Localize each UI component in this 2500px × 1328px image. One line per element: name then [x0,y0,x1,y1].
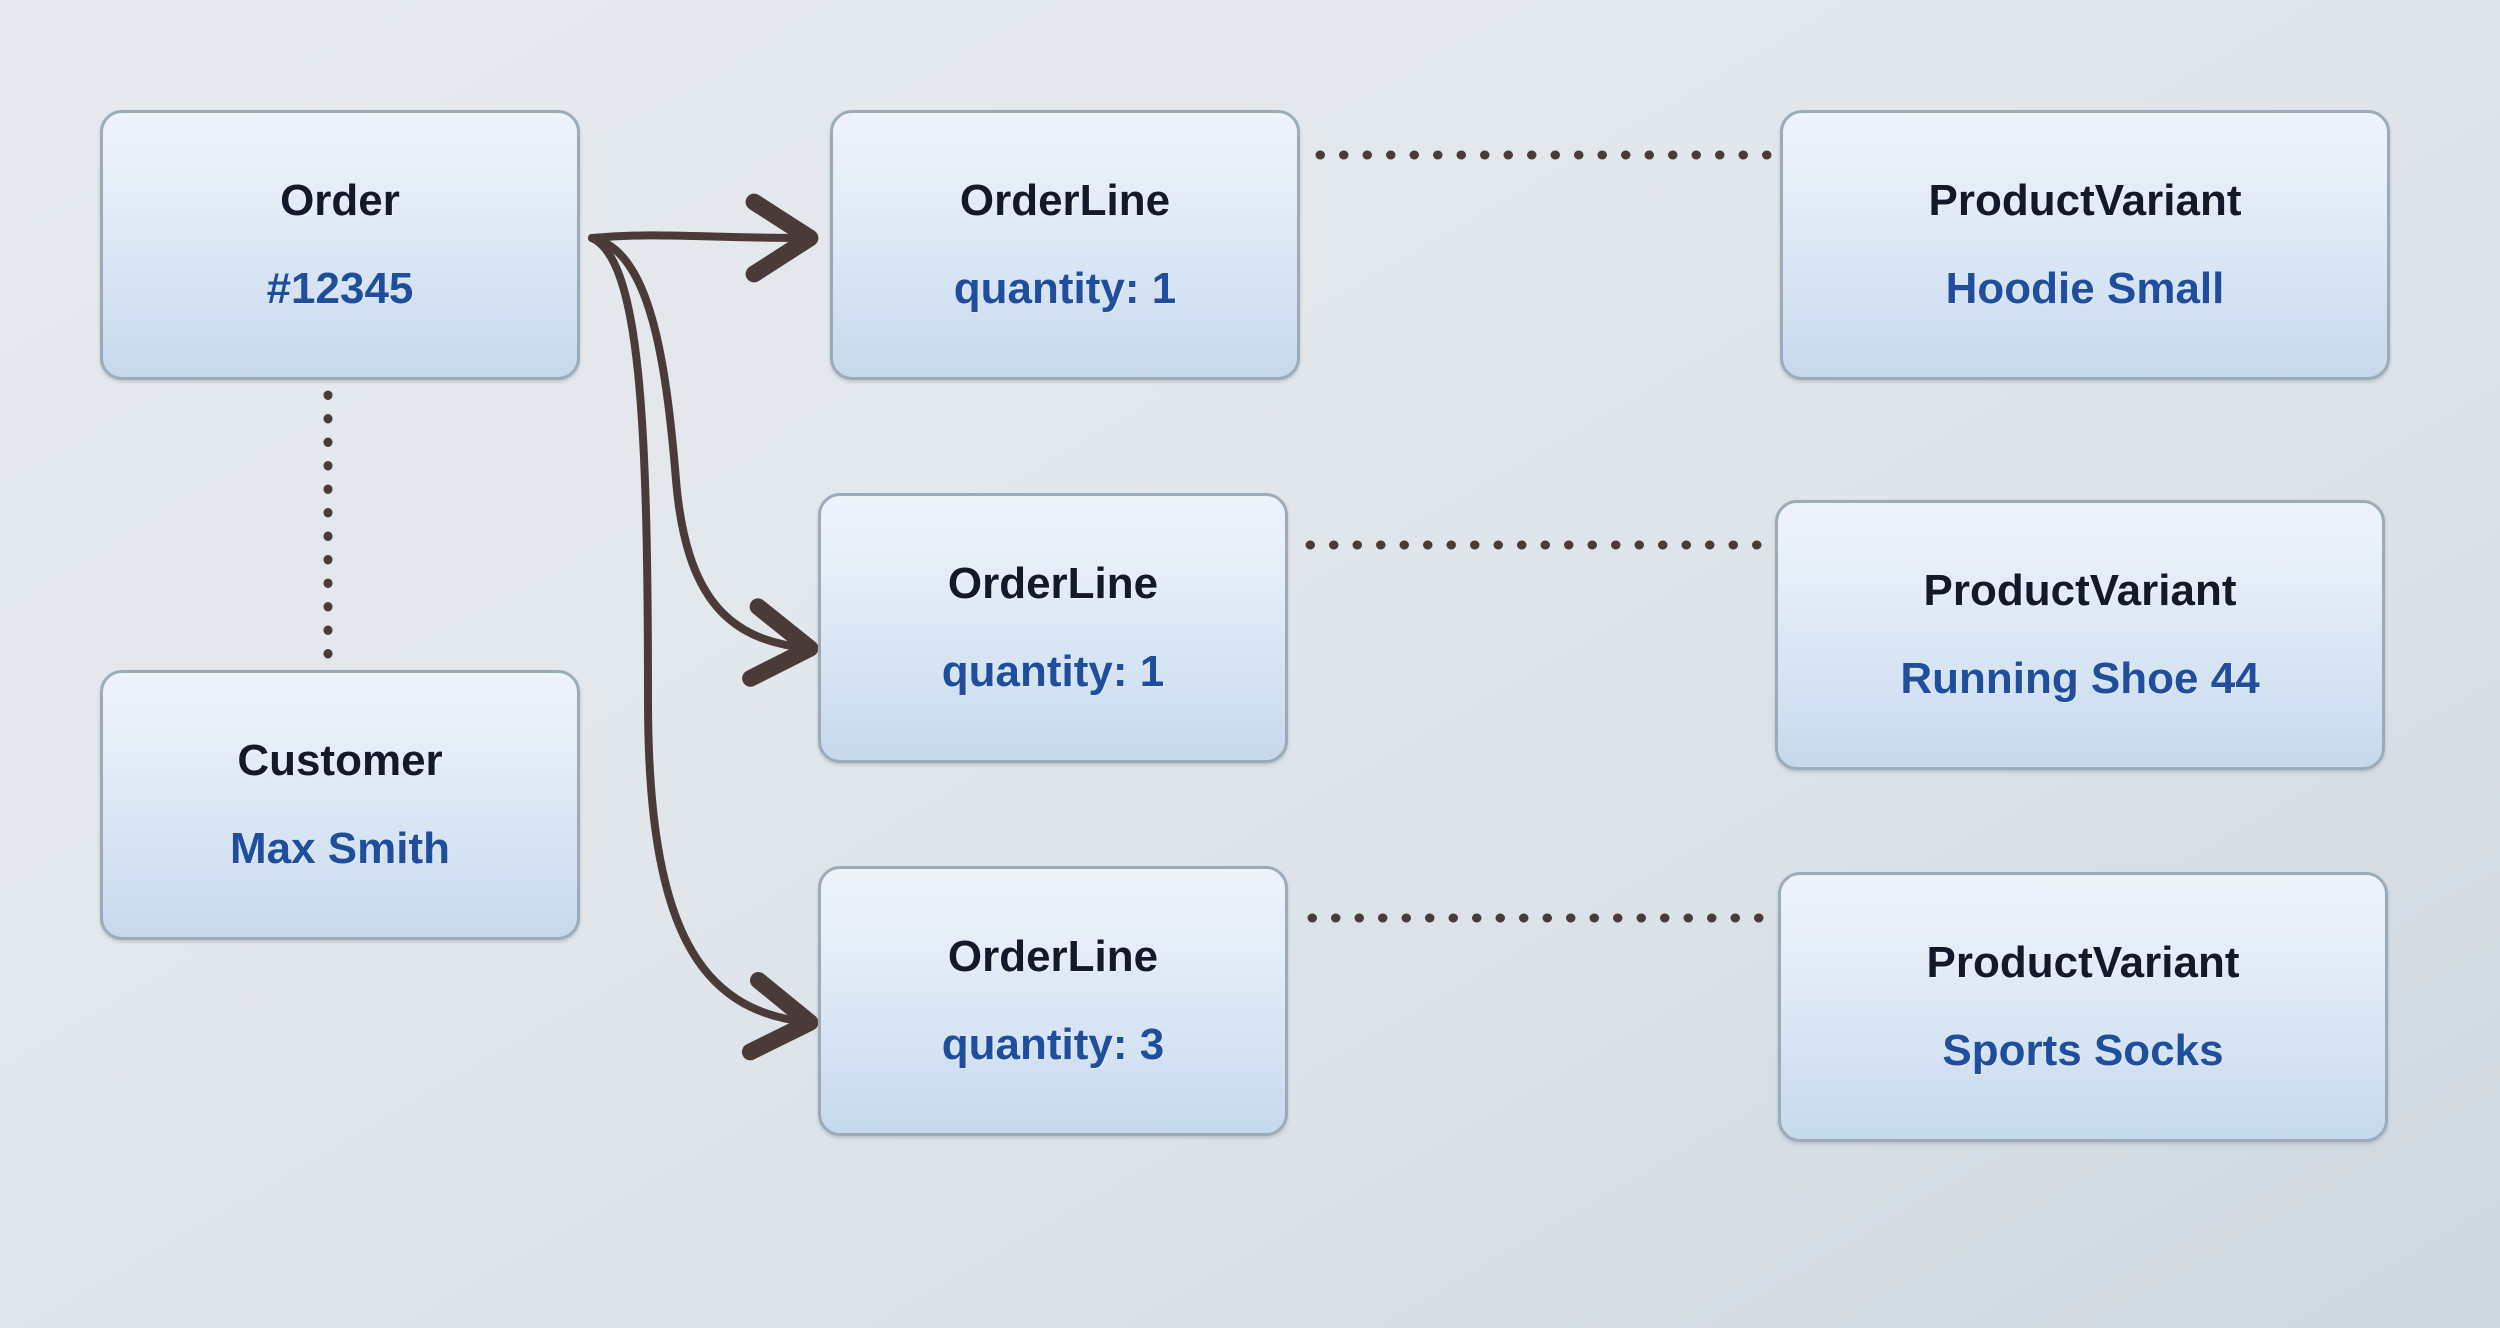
node-productvariant-1-title: ProductVariant [1928,175,2242,225]
node-orderline-2[interactable]: OrderLine quantity: 1 [818,493,1288,763]
arrow-order-to-orderline-2 [588,234,819,687]
node-productvariant-3-title: ProductVariant [1926,937,2240,987]
node-productvariant-3-name: Sports Socks [1942,1026,2224,1075]
node-orderline-3[interactable]: OrderLine quantity: 3 [818,866,1288,1136]
node-orderline-2-quantity: quantity: 1 [941,647,1165,696]
node-productvariant-2[interactable]: ProductVariant Running Shoe 44 [1775,500,2385,770]
node-orderline-3-title: OrderLine [947,931,1159,981]
node-productvariant-1[interactable]: ProductVariant Hoodie Small [1780,110,2390,380]
node-productvariant-1-name: Hoodie Small [1945,264,2225,313]
node-customer-title: Customer [237,735,443,785]
node-order-title: Order [280,175,400,225]
node-customer-subtitle: Max Smith [229,824,451,873]
node-productvariant-3[interactable]: ProductVariant Sports Socks [1778,872,2388,1142]
node-orderline-1[interactable]: OrderLine quantity: 1 [830,110,1300,380]
node-order-subtitle: #12345 [266,264,414,313]
arrow-order-to-orderline-3 [588,234,819,1061]
node-productvariant-2-name: Running Shoe 44 [1900,654,2260,703]
node-orderline-1-title: OrderLine [959,175,1171,225]
node-productvariant-2-title: ProductVariant [1923,565,2237,615]
node-customer[interactable]: Customer Max Smith [100,670,580,940]
node-orderline-2-title: OrderLine [947,558,1159,608]
node-order[interactable]: Order #12345 [100,110,580,380]
arrow-order-to-orderline-1 [588,193,819,283]
node-orderline-1-quantity: quantity: 1 [953,264,1177,313]
order-to-orderline-arrows [588,193,819,1061]
node-orderline-3-quantity: quantity: 3 [941,1020,1165,1069]
